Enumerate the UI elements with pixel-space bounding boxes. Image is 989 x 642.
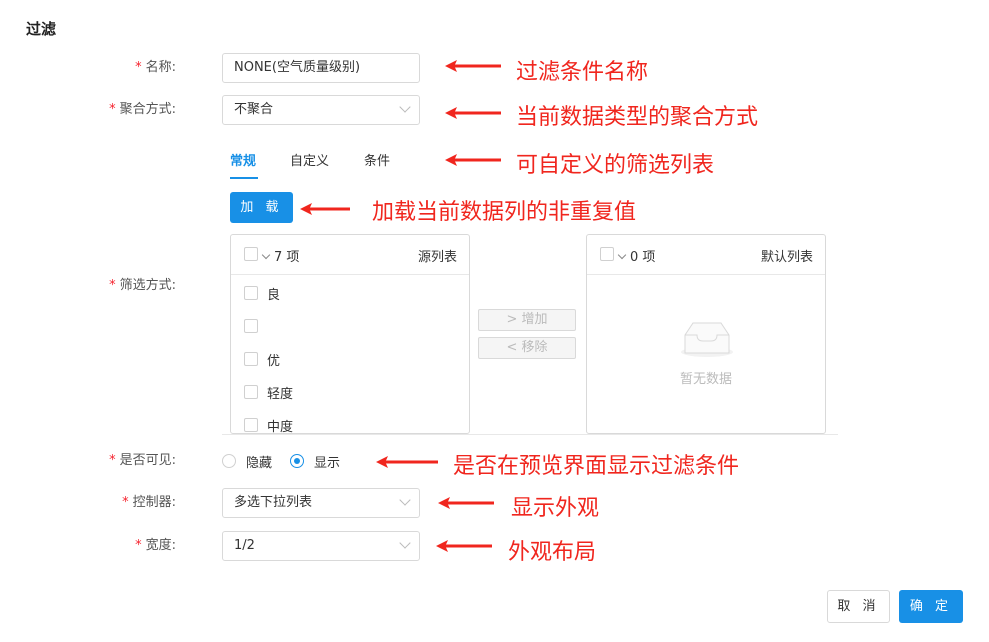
item-checkbox[interactable] [244, 418, 258, 432]
aggregation-label: *聚合方式: [109, 102, 176, 117]
visible-label: *是否可见: [109, 453, 176, 468]
source-count[interactable]: 7 项 [261, 246, 299, 265]
tab-condition[interactable]: 条件 [364, 154, 391, 169]
chevron-down-icon [399, 494, 411, 506]
divider [222, 434, 838, 435]
controller-label: *控制器: [122, 495, 176, 510]
default-list-title: 默认列表 [760, 250, 813, 265]
source-list-title: 源列表 [417, 250, 457, 265]
list-item[interactable]: 轻度 [231, 375, 469, 408]
list-item[interactable]: 优 [231, 342, 469, 375]
filter-mode-label: *筛选方式: [109, 278, 176, 293]
empty-inbox-icon [681, 322, 733, 357]
annotation-visible: 是否在预览界面显示过滤条件 [453, 454, 740, 479]
active-tab-indicator [230, 177, 258, 179]
show-radio-label[interactable]: 显示 [314, 456, 341, 471]
annotation-name: 过滤条件名称 [516, 60, 649, 85]
hide-radio-label[interactable]: 隐藏 [246, 456, 273, 471]
arrow-left-icon [445, 107, 501, 119]
required-mark: * [109, 278, 116, 293]
tab-custom[interactable]: 自定义 [290, 154, 330, 169]
annotation-controller: 显示外观 [511, 496, 600, 521]
item-checkbox[interactable] [244, 385, 258, 399]
source-select-all-checkbox[interactable] [244, 247, 258, 261]
chevron-down-icon [617, 250, 627, 260]
arrow-left-icon [436, 540, 492, 552]
arrow-left-icon [376, 456, 438, 468]
source-list-panel: 7 项 源列表 良 优 轻度 中度 [230, 234, 470, 434]
add-button[interactable]: > 增加 [478, 309, 576, 331]
required-mark: * [135, 60, 142, 75]
list-item[interactable]: 中度 [231, 408, 469, 433]
item-checkbox[interactable] [244, 286, 258, 300]
arrow-left-icon [445, 154, 501, 166]
source-list-header: 7 项 源列表 [231, 235, 469, 275]
required-mark: * [109, 102, 116, 117]
controller-select[interactable]: 多选下拉列表 [222, 488, 420, 518]
list-item[interactable]: 良 [231, 276, 469, 309]
annotation-aggregation: 当前数据类型的聚合方式 [516, 105, 759, 130]
default-list-header: 0 项 默认列表 [587, 235, 825, 275]
chevron-down-icon [399, 101, 411, 113]
arrow-left-icon [438, 497, 494, 509]
annotation-width: 外观布局 [508, 540, 597, 565]
chevron-down-icon [261, 250, 271, 260]
tab-general[interactable]: 常规 [230, 154, 257, 169]
default-list-panel: 0 项 默认列表 暂无数据 [586, 234, 826, 434]
section-title: 过滤 [26, 20, 57, 38]
empty-text: 暂无数据 [679, 372, 732, 387]
required-mark: * [109, 453, 116, 468]
width-label: *宽度: [135, 538, 176, 553]
hide-radio[interactable] [222, 454, 236, 468]
required-mark: * [135, 538, 142, 553]
remove-button[interactable]: < 移除 [478, 337, 576, 359]
show-radio[interactable] [290, 454, 304, 468]
target-count[interactable]: 0 项 [617, 246, 655, 265]
required-mark: * [122, 495, 129, 510]
list-item[interactable] [231, 309, 469, 342]
visible-radio-group: 隐藏 显示 [222, 452, 362, 472]
item-checkbox[interactable] [244, 319, 258, 333]
arrow-left-icon [445, 60, 501, 72]
arrow-left-icon [300, 203, 350, 215]
name-label: *名称: [135, 60, 176, 75]
load-button[interactable]: 加 载 [230, 192, 293, 223]
name-input[interactable]: NONE(空气质量级别) [222, 53, 420, 83]
target-select-all-checkbox[interactable] [600, 247, 614, 261]
item-checkbox[interactable] [244, 352, 258, 366]
chevron-down-icon [399, 537, 411, 549]
confirm-button[interactable]: 确 定 [899, 590, 963, 623]
cancel-button[interactable]: 取 消 [827, 590, 890, 623]
width-select[interactable]: 1/2 [222, 531, 420, 561]
annotation-tabs: 可自定义的筛选列表 [516, 153, 715, 178]
aggregation-select[interactable]: 不聚合 [222, 95, 420, 125]
annotation-load: 加载当前数据列的非重复值 [372, 200, 637, 225]
